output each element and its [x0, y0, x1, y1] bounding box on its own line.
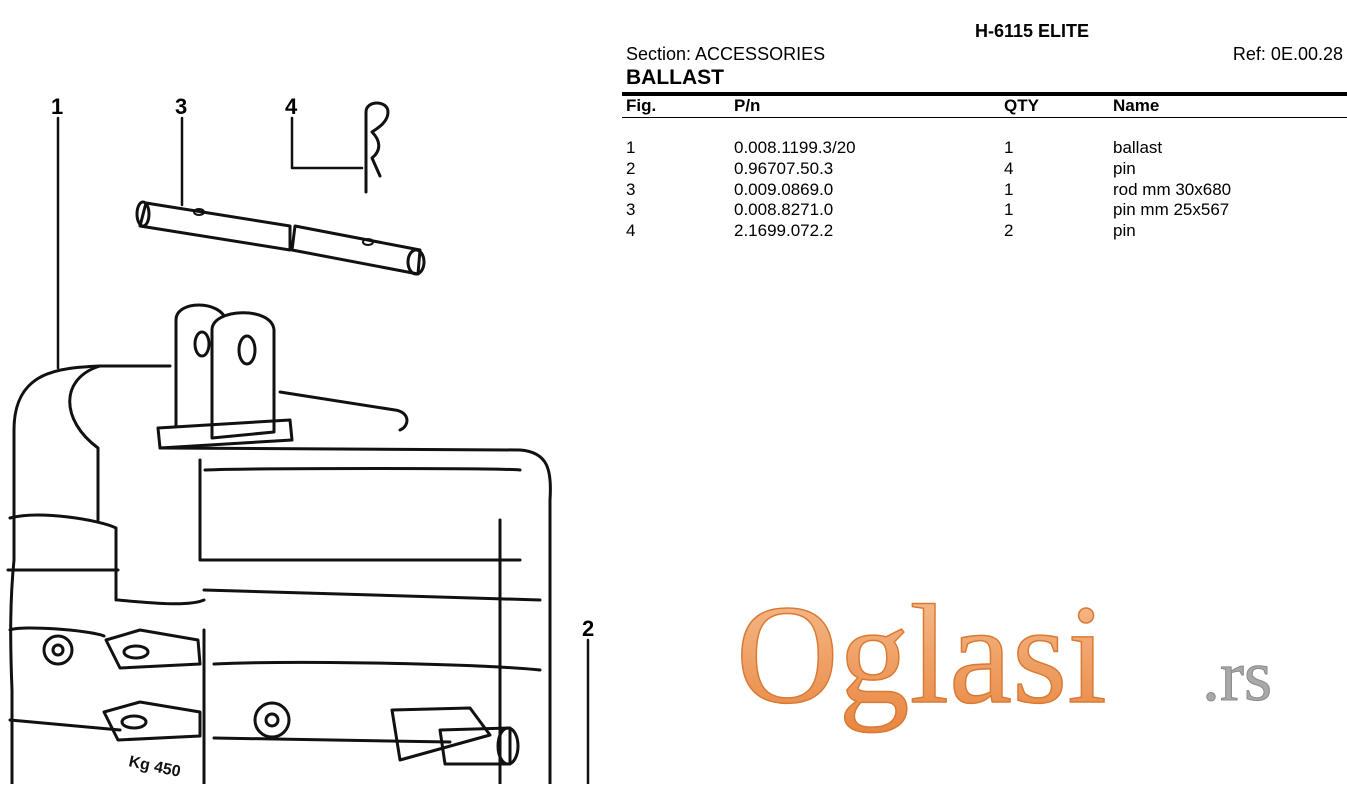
cell-name: pin	[1113, 221, 1136, 241]
cell-qty: 1	[1004, 138, 1014, 157]
table-row: 1 0.008.1199.3/20 1 ballast	[0, 138, 1347, 159]
watermark-logo: Oglasi .rs	[735, 574, 1296, 750]
weight-stamp: Kg 450	[127, 753, 182, 781]
cell-qty: 4	[1004, 158, 1014, 178]
cell-fig: 3	[626, 179, 636, 199]
watermark-tld: .rs	[1202, 636, 1272, 716]
callout-1: 1	[51, 94, 64, 119]
cell-pn: 0.96707.50.3	[734, 158, 834, 178]
cell-name: rod mm 30x680	[1113, 179, 1232, 199]
cell-fig: 2	[626, 158, 636, 178]
cell-qty: 1	[1004, 179, 1014, 199]
cell-pn: 2.1699.072.2	[734, 221, 834, 241]
section-label: Section: ACCESSORIES	[626, 44, 826, 64]
cell-pn: 0.009.0869.0	[734, 179, 834, 199]
cell-fig: 1	[626, 138, 636, 157]
callout-2: 2	[582, 616, 595, 641]
table-row: 3 0.009.0869.0 1 rod mm 30x680	[0, 180, 1347, 201]
column-header-name: Name	[1113, 96, 1160, 115]
parts-drawing: Kg 450 1 3 4 2	[0, 0, 610, 786]
cell-name: pin	[1113, 158, 1136, 178]
cell-qty: 1	[1004, 200, 1014, 220]
cell-qty: 2	[1004, 221, 1014, 241]
cell-fig: 4	[626, 221, 636, 241]
table-row: 3 0.008.8271.0 1 pin mm 25x567	[0, 200, 1347, 221]
parts-table: 1 0.008.1199.3/20 1 ballast 2 0.96707.50…	[0, 138, 1347, 242]
watermark-logo-graphic: Oglasi .rs	[735, 574, 1272, 734]
column-header-fig: Fig.	[626, 96, 657, 115]
callout-3: 3	[175, 94, 188, 119]
cell-fig: 3	[626, 200, 636, 220]
watermark-brand: Oglasi	[736, 590, 1107, 733]
column-header-qty: QTY	[1004, 96, 1039, 115]
column-header-pn: P/n	[734, 96, 761, 115]
model-name: H-6115 ELITE	[974, 21, 1090, 41]
ballast-illustration: Kg 450	[6, 101, 590, 786]
table-row: 2 0.96707.50.3 4 pin	[0, 159, 1347, 180]
table-row: 4 2.1699.072.2 2 pin	[0, 221, 1347, 242]
cell-name: pin mm 25x567	[1113, 200, 1230, 220]
cell-name: ballast	[1113, 138, 1163, 157]
column-header-divider	[622, 117, 1347, 118]
reference-code: Ref: 0E.00.28	[1232, 44, 1343, 64]
cell-pn: 0.008.8271.0	[734, 200, 834, 220]
cell-pn: 0.008.1199.3/20	[734, 138, 856, 157]
page-title: BALLAST	[626, 66, 724, 89]
callout-4: 4	[285, 94, 298, 119]
header-divider	[622, 92, 1347, 96]
